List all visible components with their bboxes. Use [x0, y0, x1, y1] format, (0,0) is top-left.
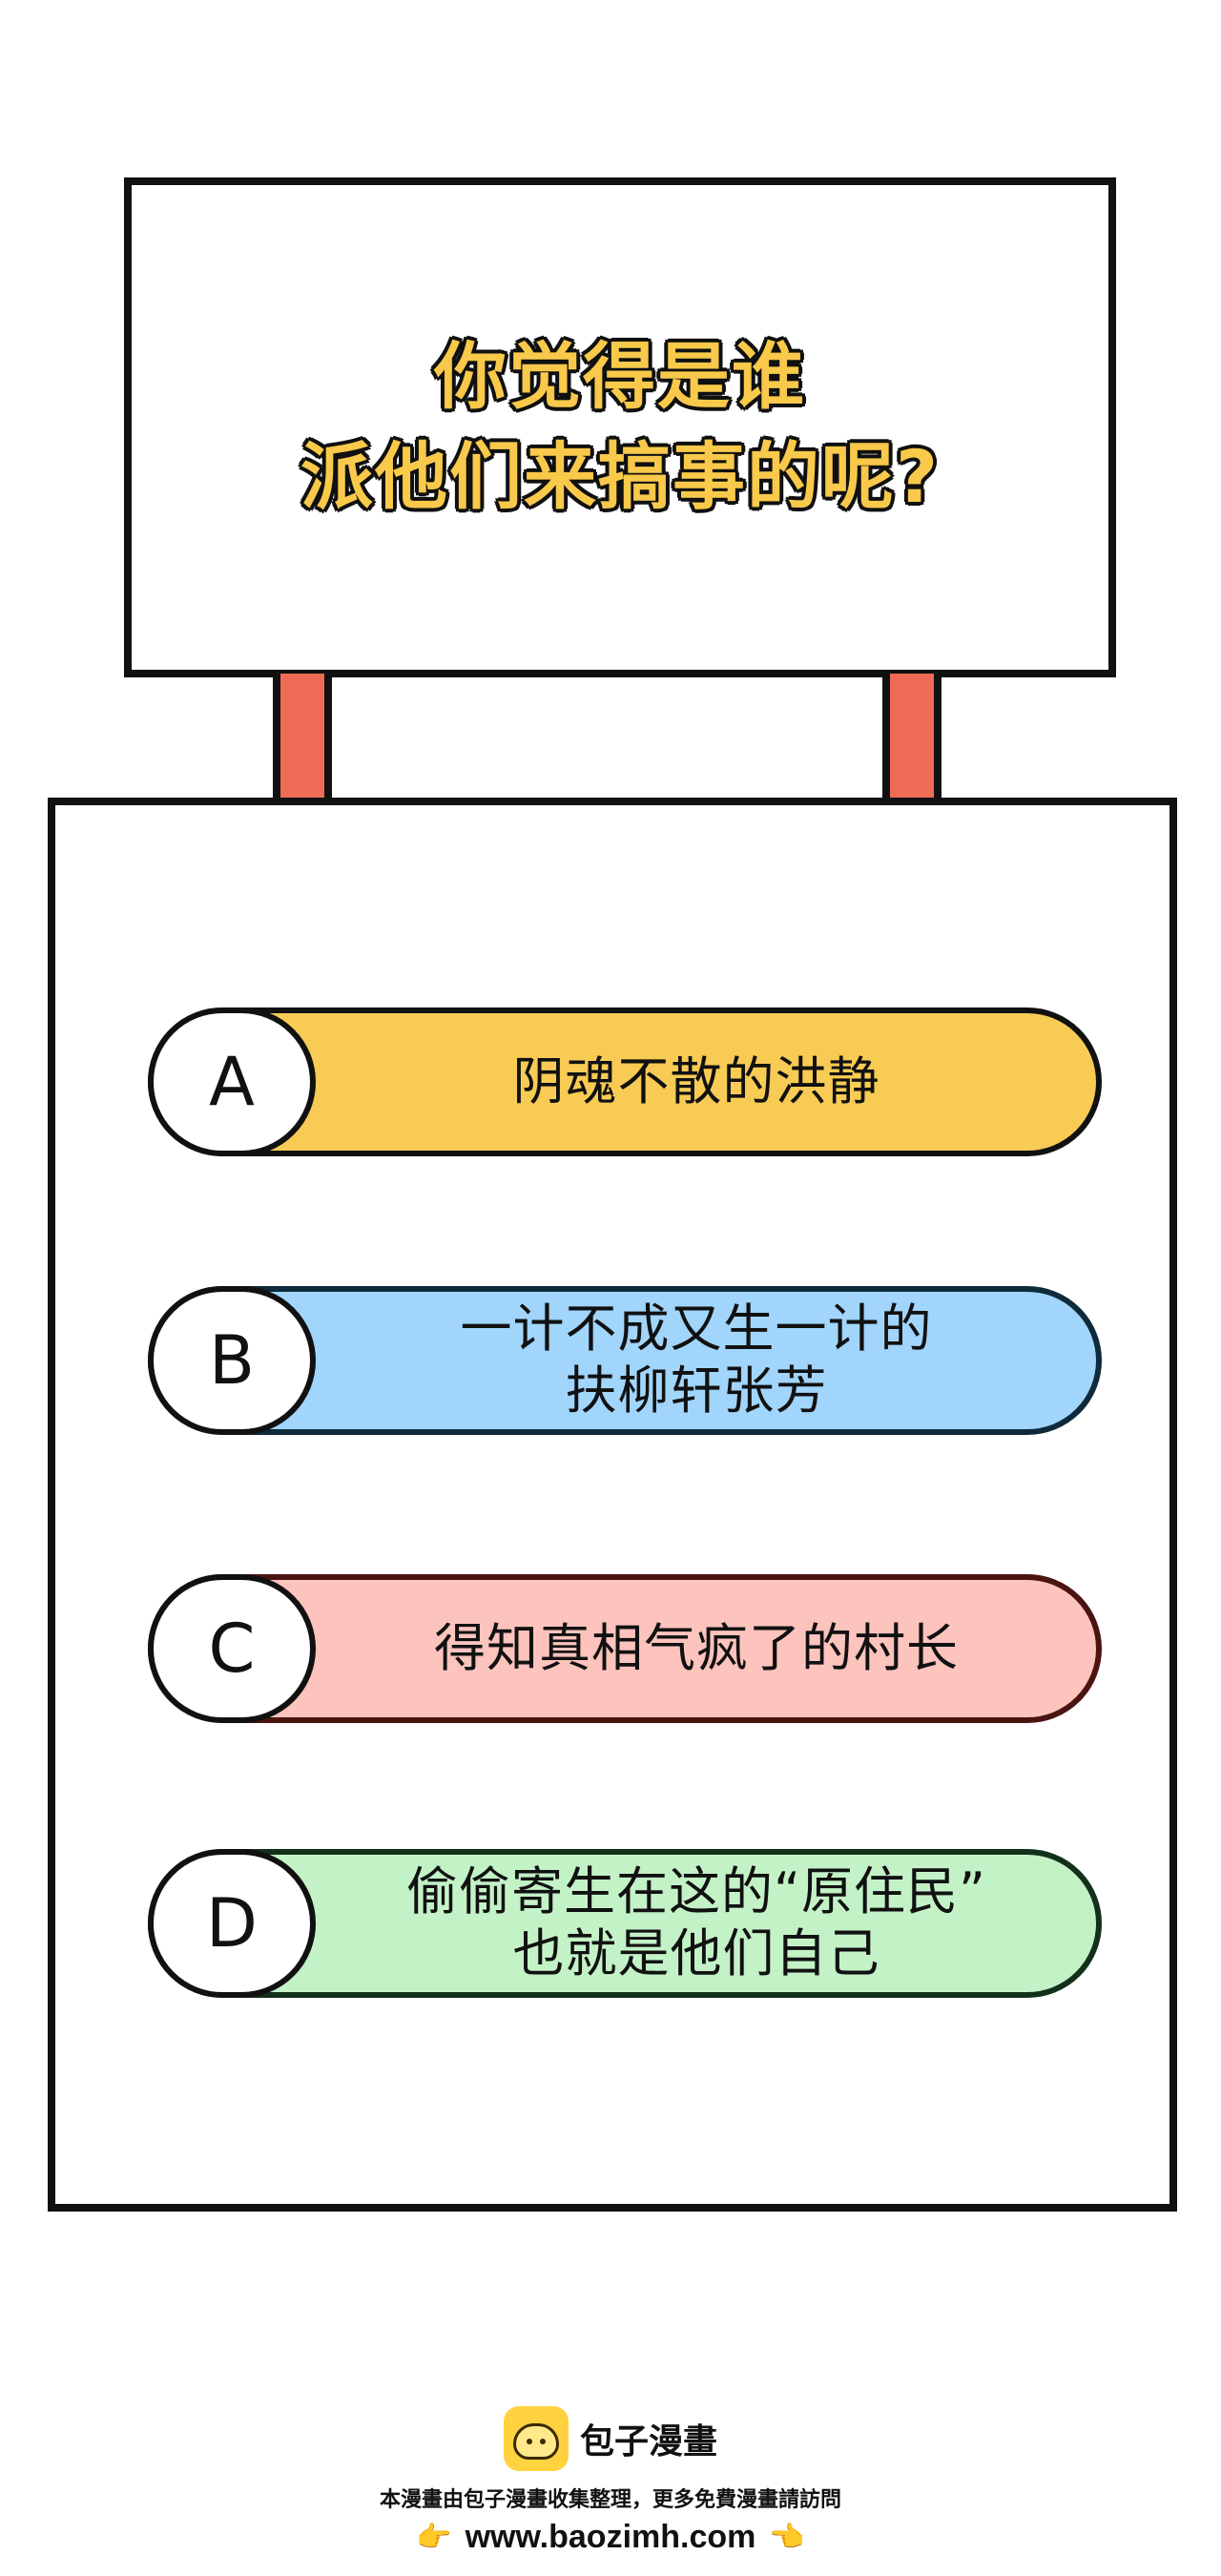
sign-post-right	[882, 674, 942, 803]
pointing-left-hand-icon: 👈	[769, 2521, 805, 2554]
option-c-text: 得知真相气疯了的村长	[316, 1580, 1077, 1717]
question-line-1: 你觉得是谁	[433, 333, 806, 421]
option-b-letter: B	[148, 1286, 316, 1435]
option-d-button[interactable]: D 偷偷寄生在这的“原住民” 也就是他们自己	[148, 1849, 1102, 1998]
option-b-line-2: 扶柳轩张芳	[565, 1361, 828, 1421]
bun-eye-right	[539, 2439, 546, 2444]
option-c-line-1: 得知真相气疯了的村长	[434, 1617, 959, 1678]
footer-notice: 本漫畫由包子漫畫收集整理，更多免費漫畫請訪問	[379, 2488, 841, 2512]
question-sign: 你觉得是谁 派他们来搞事的呢?	[124, 177, 1116, 677]
option-d-line-1: 偷偷寄生在这的“原住民”	[406, 1861, 986, 1922]
option-a-text: 阴魂不散的洪静	[316, 1013, 1077, 1151]
bun-icon	[503, 2406, 569, 2471]
brand-row[interactable]: 包子漫畫	[503, 2404, 717, 2473]
option-b-text: 一计不成又生一计的 扶柳轩张芳	[316, 1292, 1077, 1429]
bun-eye-left	[526, 2439, 532, 2444]
sign-post-left	[273, 674, 332, 803]
option-d-letter: D	[148, 1849, 316, 1998]
pointing-right-hand-icon: 👉	[416, 2521, 452, 2554]
option-d-text: 偷偷寄生在这的“原住民” 也就是他们自己	[316, 1855, 1077, 1992]
bun-body	[512, 2423, 559, 2460]
url-row: 👉 www.baozimh.com 👈	[416, 2519, 805, 2556]
brand-name: 包子漫畫	[579, 2422, 717, 2462]
option-b-button[interactable]: B 一计不成又生一计的 扶柳轩张芳	[148, 1286, 1102, 1435]
site-url-link[interactable]: www.baozimh.com	[465, 2519, 756, 2555]
option-c-letter: C	[148, 1574, 316, 1723]
footer: 包子漫畫 本漫畫由包子漫畫收集整理，更多免費漫畫請訪問 👉 www.baozim…	[0, 2404, 1221, 2576]
question-line-2: 派他们来搞事的呢?	[299, 433, 941, 521]
option-c-button[interactable]: C 得知真相气疯了的村长	[148, 1574, 1102, 1723]
option-a-button[interactable]: A 阴魂不散的洪静	[148, 1008, 1102, 1156]
option-b-line-1: 一计不成又生一计的	[460, 1298, 933, 1360]
option-a-line-1: 阴魂不散的洪静	[512, 1050, 880, 1111]
option-d-line-2: 也就是他们自己	[512, 1923, 880, 1984]
option-a-letter: A	[148, 1008, 316, 1156]
